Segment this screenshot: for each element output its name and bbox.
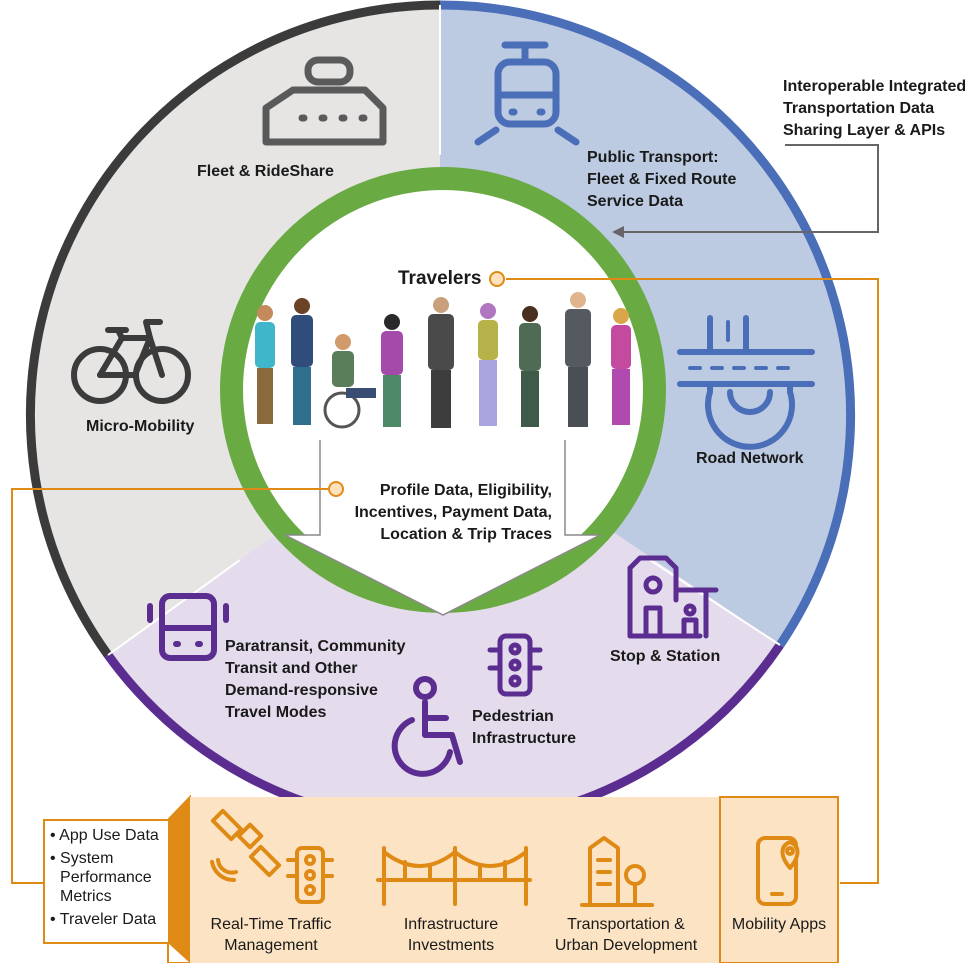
mobility-apps-panel [719, 796, 839, 963]
bullet-text: System Performance Metrics [60, 850, 152, 905]
mobility-apps-label: Mobility Apps [731, 916, 827, 933]
rim-gray [25, 0, 441, 658]
infrastructure-investments-line: Infrastructure [403, 916, 499, 933]
public-transport-line: Public Transport: [587, 149, 719, 166]
profile-connector [11, 488, 328, 884]
mobile-app-icon [756, 836, 800, 906]
urban-development-line: Transportation & [567, 916, 685, 933]
bicycle-icon [71, 319, 191, 404]
wheelchair-icon [391, 676, 463, 777]
infrastructure-investments-label: Infrastructure Investments [376, 914, 526, 956]
urban-development-line: Urban Development [554, 937, 698, 954]
traffic-management-label: Real-Time Traffic Management [196, 914, 346, 956]
stop-station-label: Stop & Station [610, 648, 721, 665]
paratransit-line: Demand-responsive [225, 682, 378, 699]
traveler-figure [428, 297, 454, 428]
pedestrian-line: Infrastructure [472, 730, 577, 747]
traffic-management-line: Real-Time Traffic [210, 916, 332, 933]
road-network-label: Road Network [696, 450, 804, 467]
sector-purple [108, 415, 780, 826]
travelers-connector [506, 278, 879, 884]
divider-left [107, 559, 241, 656]
bullet-text: App Use Data [59, 827, 159, 844]
bullet-text: Traveler Data [59, 911, 157, 928]
travelers-node [489, 271, 505, 287]
traffic-management-line: Management [224, 937, 318, 954]
fleet-rideshare-label: Fleet & RideShare [197, 163, 334, 180]
api-layer-line: Sharing Layer & APIs [783, 122, 946, 139]
public-transport-line: Fleet & Fixed Route [587, 171, 737, 188]
pedestrian-label: Pedestrian Infrastructure [472, 706, 576, 750]
api-layer-line: Interoperable Integrated [783, 78, 967, 95]
profile-node [328, 481, 344, 497]
api-layer-label: Interoperable Integrated Transportation … [783, 76, 966, 142]
bus-icon [147, 593, 229, 661]
bullet-item: • App Use Data [50, 827, 159, 844]
data-bullets: • App Use Data • System Performance Metr… [50, 826, 170, 929]
public-transport-line: Service Data [587, 193, 684, 210]
traveler-figure [565, 292, 591, 427]
paratransit-line: Travel Modes [225, 704, 327, 721]
traveler-figure [323, 334, 376, 429]
profile-data-line: Incentives, Payment Data, [354, 504, 552, 521]
traveler-figure [255, 305, 275, 424]
profile-data-label: Profile Data, Eligibility, Incentives, P… [340, 480, 552, 546]
profile-data-line: Profile Data, Eligibility, [379, 482, 552, 499]
traveler-figure [611, 308, 631, 425]
road-network-icon [677, 315, 815, 450]
tram-icon [474, 41, 580, 146]
satellite-icon [210, 808, 282, 883]
traveler-figure [478, 303, 498, 426]
travelers-illustration [255, 292, 631, 429]
pedestrian-line: Pedestrian [472, 708, 554, 725]
bridge-icon [376, 846, 532, 906]
travelers-label: Travelers [398, 268, 482, 289]
profile-data-line: Location & Trip Traces [380, 526, 552, 543]
taxi-icon [262, 56, 387, 146]
infrastructure-investments-line: Investments [407, 937, 495, 954]
micro-mobility-label: Micro-Mobility [86, 418, 195, 435]
api-layer-line: Transportation Data [783, 100, 935, 117]
paratransit-line: Transit and Other [225, 660, 358, 677]
urban-development-label: Transportation & Urban Development [546, 914, 706, 956]
urban-building-icon [580, 836, 654, 907]
data-collection-arrow [168, 797, 190, 963]
traveler-figure [381, 314, 403, 427]
station-icon [627, 555, 719, 639]
bullet-item: • Traveler Data [50, 911, 157, 928]
divider-right [649, 559, 781, 646]
rim-blue [439, 0, 856, 648]
public-transport-label: Public Transport: Fleet & Fixed Route Se… [587, 147, 736, 213]
paratransit-line: Paratransit, Community [225, 638, 406, 655]
bullet-item: • System Performance Metrics [50, 849, 170, 906]
api-connector [615, 144, 879, 233]
traveler-figure [519, 306, 541, 427]
traveler-figure [291, 298, 313, 425]
traffic-light-icon [487, 633, 543, 697]
flow-arrow [284, 440, 601, 616]
api-connector-arrowhead [612, 226, 624, 238]
paratransit-label: Paratransit, Community Transit and Other… [225, 636, 405, 724]
traffic-light-orange-icon [286, 846, 334, 904]
